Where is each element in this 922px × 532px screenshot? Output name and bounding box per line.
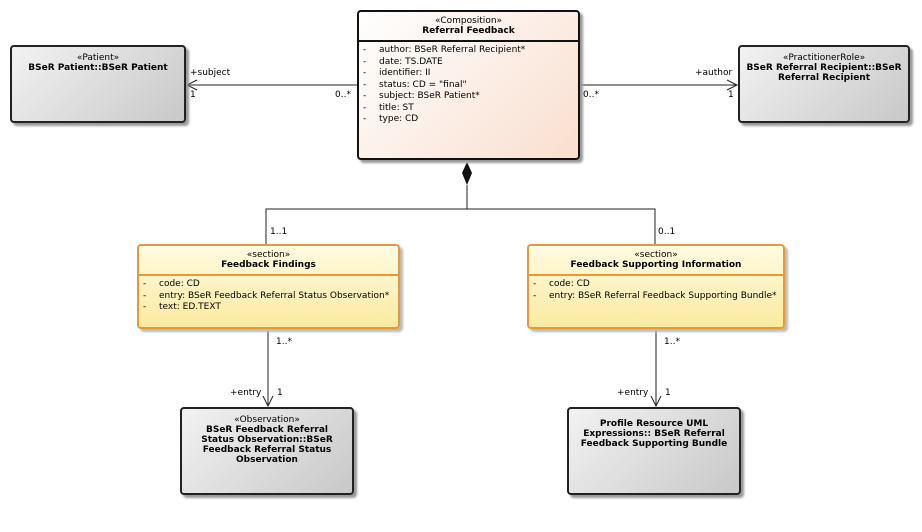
observation-multiplicity: 1 xyxy=(277,388,283,398)
composition-link-2 xyxy=(467,208,656,244)
attribute: - text: ED.TEXT xyxy=(143,302,394,314)
class-name: Profile Resource UML Expressions:: BSeR … xyxy=(580,419,728,449)
attribute: - subject: BSeR Patient* xyxy=(363,91,574,103)
visibility-marker: - xyxy=(363,91,367,101)
observation-role-label: +entry xyxy=(230,388,262,398)
attribute-text: author: BSeR Referral Recipient* xyxy=(379,45,526,55)
supporting-multiplicity: 0..1 xyxy=(658,227,676,237)
author-role-label: +author xyxy=(695,68,733,78)
findings-multiplicity: 1..1 xyxy=(270,227,288,237)
attribute: - entry: BSeR Feedback Referral Status Ob… xyxy=(143,291,394,303)
bundle-class[interactable]: Profile Resource UML Expressions:: BSeR … xyxy=(567,407,741,495)
bundle-multiplicity: 1 xyxy=(665,388,671,398)
attribute: - code: CD xyxy=(533,279,779,291)
visibility-marker: - xyxy=(143,279,147,289)
bundle-source-multiplicity: 1..* xyxy=(664,337,680,347)
visibility-marker: - xyxy=(363,45,367,55)
author-source-multiplicity: 0..* xyxy=(583,90,599,100)
attribute-text: subject: BSeR Patient* xyxy=(379,91,480,101)
stereotype: «Composition» xyxy=(434,16,503,26)
class-name: Feedback Supporting Information xyxy=(570,260,742,270)
attribute: - identifier: II xyxy=(363,68,574,80)
composition-link xyxy=(265,185,468,244)
attribute: - title: ST xyxy=(363,103,574,115)
attribute-text: code: CD xyxy=(159,279,200,289)
attribute-text: entry: BSeR Referral Feedback Supporting… xyxy=(549,290,777,301)
stereotype: «section» xyxy=(634,250,678,260)
author-arrowhead xyxy=(726,79,739,91)
visibility-marker: - xyxy=(363,79,367,90)
attribute-text: date: TS.DATE xyxy=(379,56,443,67)
stereotype: «section» xyxy=(246,250,291,260)
attribute-text: entry: BSeR Feedback Referral Status Obs… xyxy=(159,290,390,301)
referral-feedback-class[interactable]: «Composition» Referral Feedback - author:… xyxy=(357,10,580,160)
subject-arrowhead xyxy=(185,79,198,91)
stereotype: «Observation» xyxy=(234,415,300,425)
visibility-marker: - xyxy=(363,56,367,67)
attribute: - date: TS.DATE xyxy=(363,57,574,69)
author-multiplicity: 1 xyxy=(728,90,734,100)
feedback-supporting-class[interactable]: «section» Feedback Supporting Informatio… xyxy=(527,244,785,329)
visibility-marker: - xyxy=(533,290,537,301)
class-name: Feedback Findings xyxy=(221,260,316,270)
stereotype: «Patient» xyxy=(76,53,120,63)
entry-arrowhead-supporting xyxy=(650,395,662,408)
stereotype: «PractitionerRole» xyxy=(782,53,866,63)
visibility-marker: - xyxy=(363,114,367,124)
subject-multiplicity: 1 xyxy=(190,90,196,100)
visibility-marker: - xyxy=(143,302,147,312)
attribute-text: code: CD xyxy=(549,279,590,289)
visibility-marker: - xyxy=(533,279,537,289)
attribute: - status: CD = "final" xyxy=(363,80,574,92)
visibility-marker: - xyxy=(363,68,367,78)
attribute: - type: CD xyxy=(363,114,574,126)
visibility-marker: - xyxy=(363,102,367,113)
patient-class[interactable]: «Patient» BSeR Patient::BSeR Patient xyxy=(10,45,186,123)
class-name: BSeR Patient::BSeR Patient xyxy=(28,63,168,73)
attribute-text: title: ST xyxy=(379,102,414,113)
attribute-text: identifier: II xyxy=(379,68,431,78)
class-name: Referral Feedback xyxy=(422,26,515,36)
feedback-findings-class[interactable]: «section» Feedback Findings - code: CD - en… xyxy=(137,244,400,329)
observation-class[interactable]: «Observation» BSeR Feedback Referral Sta… xyxy=(180,407,354,495)
attribute-text: text: ED.TEXT xyxy=(159,302,221,312)
subject-role-label: +subject xyxy=(190,68,231,78)
visibility-marker: - xyxy=(143,290,147,301)
subject-source-multiplicity: 0..* xyxy=(335,90,351,100)
attribute: - author: BSeR Referral Recipient* xyxy=(363,45,574,57)
attribute-text: status: CD = "final" xyxy=(379,79,467,90)
composition-diamond xyxy=(462,162,472,185)
entry-arrowhead-findings xyxy=(262,395,274,408)
class-name: BSeR Feedback Referral Status Observatio… xyxy=(201,425,333,465)
attribute: - code: CD xyxy=(143,279,394,291)
bundle-role-label: +entry xyxy=(617,388,649,398)
observation-source-multiplicity: 1..* xyxy=(276,337,292,347)
practitioner-role-class[interactable]: «PractitionerRole» BSeR Referral Recipie… xyxy=(738,45,910,123)
attribute-text: type: CD xyxy=(379,114,419,124)
attribute: - entry: BSeR Referral Feedback Supportin… xyxy=(533,291,779,303)
class-name: BSeR Referral Recipient::BSeR Referral R… xyxy=(746,63,902,83)
